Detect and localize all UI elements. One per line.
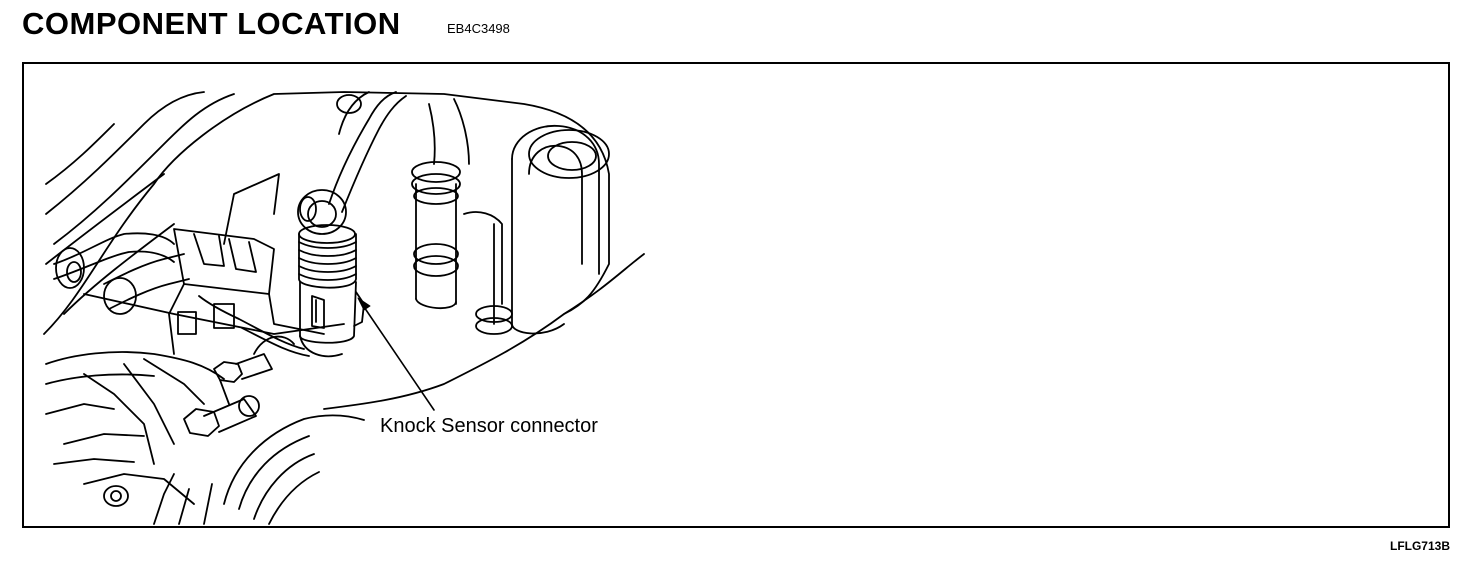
hose-clamp-lower — [413, 243, 459, 265]
engine-outline-lower — [563, 253, 645, 315]
callout-arrowhead — [357, 297, 371, 311]
lower-housing — [45, 351, 225, 380]
knock-sensor-connector — [298, 233, 357, 289]
callout-label: Knock Sensor connector — [380, 415, 598, 437]
callout-leader — [361, 303, 435, 411]
engine-block-edge — [83, 293, 345, 335]
document-code: EB4C3498 — [447, 21, 510, 36]
connector-grommet — [297, 189, 347, 235]
sensor-lead-wire — [198, 295, 305, 350]
hose-clamp-upper — [411, 161, 461, 183]
engine-illustration — [43, 91, 645, 525]
left-hose — [53, 232, 175, 265]
engine-outline — [43, 91, 610, 410]
figure-id: LFLG713B — [1389, 539, 1450, 553]
figure-frame: Knock Sensor connector — [22, 62, 1450, 528]
hex-bolt-3 — [103, 485, 129, 507]
center-vertical-hose — [415, 183, 457, 305]
hex-bolt-2 — [213, 361, 243, 383]
lower-round-housing — [223, 414, 365, 505]
hex-bolt-1 — [183, 408, 220, 437]
right-curved-tube — [511, 125, 600, 275]
connector-latch — [299, 281, 357, 344]
left-hose-clamp — [55, 247, 85, 289]
mounting-bracket — [173, 228, 275, 295]
bracket-tab — [223, 173, 280, 245]
page-title: COMPONENT LOCATION — [22, 6, 401, 41]
wire-harness — [328, 91, 397, 205]
